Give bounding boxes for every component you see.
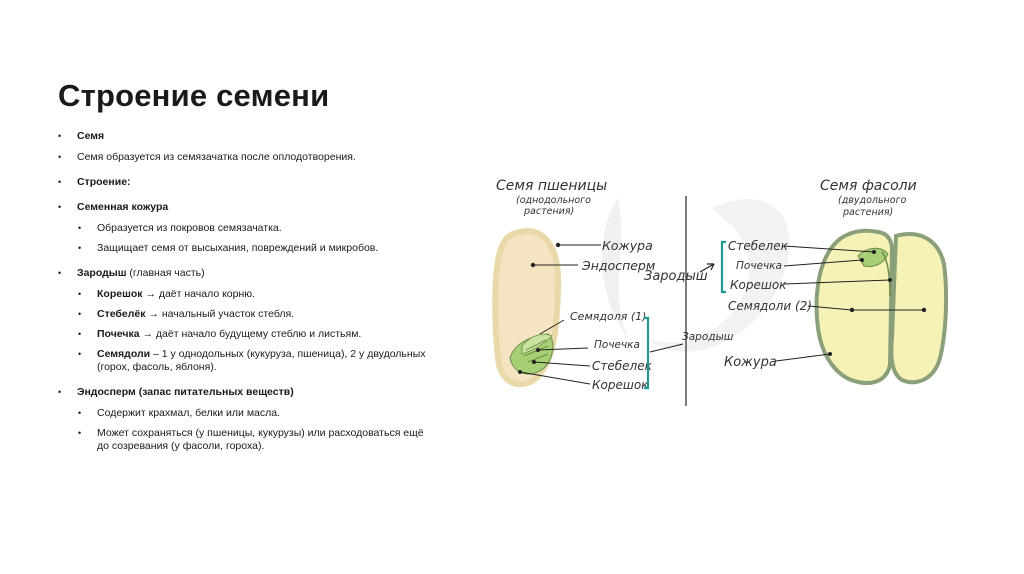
list-item: Строение: bbox=[58, 176, 438, 189]
bean-subtitle-2: растения) bbox=[842, 207, 893, 218]
list-item: Содержит крахмал, белки или масла. bbox=[78, 407, 438, 420]
wheat-bud-dot bbox=[536, 348, 540, 352]
list-item: Стебелёк → начальный участок стебля. bbox=[78, 308, 438, 321]
wheat-embryo-arrow bbox=[649, 343, 684, 353]
bean-root-line bbox=[783, 279, 891, 285]
bean-cotyledons-label: Семядоли (2) bbox=[728, 299, 812, 313]
bean-coat-label: Кожура bbox=[724, 355, 777, 370]
wheat-embryo-stripes bbox=[523, 339, 549, 363]
wheat-coat-label: Кожура bbox=[602, 238, 653, 253]
wheat-stem-line bbox=[533, 361, 591, 367]
bean-embryo-label: Зародыш bbox=[644, 269, 708, 284]
bean-embryo-arrow bbox=[699, 263, 715, 273]
wheat-stem-dot bbox=[532, 360, 536, 364]
wheat-bud-line bbox=[537, 347, 589, 351]
list-item: Семядоли – 1 у однодольных (кукуруза, пш… bbox=[78, 348, 438, 374]
wheat-stem-label: Стебелек bbox=[592, 359, 653, 373]
wheat-endosperm-label: Эндосперм bbox=[581, 258, 655, 273]
seed-structure-diagram: Семя пшеницы (однодольного растения) Кож… bbox=[492, 178, 948, 406]
background-leaf bbox=[601, 198, 628, 338]
wheat-embryo-bracket bbox=[644, 316, 650, 390]
bean-root-dot bbox=[888, 278, 892, 282]
wheat-subtitle-2: растения) bbox=[523, 206, 574, 217]
wheat-subtitle-1: (однодольного bbox=[516, 195, 591, 206]
list-item: Образуется из покровов семязачатка. bbox=[78, 222, 438, 235]
bean-root-label: Корешок bbox=[730, 278, 787, 292]
page-title: Строение семени bbox=[58, 78, 330, 113]
bean-subtitle-1: (двудольного bbox=[838, 195, 907, 206]
bean-embryo-arrowhead bbox=[707, 263, 715, 271]
list-item: Защищает семя от высыхания, повреждений … bbox=[78, 242, 438, 255]
background-swirl bbox=[648, 199, 790, 352]
wheat-root-dot bbox=[518, 370, 522, 374]
wheat-bud-label: Почечка bbox=[594, 339, 640, 351]
list-item: Семя образуется из семязачатка после опл… bbox=[58, 151, 438, 164]
bullet-list: Семя Семя образуется из семязачатка посл… bbox=[58, 130, 438, 460]
wheat-endosperm-dot bbox=[530, 262, 536, 268]
bean-cotyledons-dot-left bbox=[849, 307, 855, 313]
bean-stem-line bbox=[783, 245, 875, 253]
list-item: Эндосперм (запас питательных веществ) bbox=[58, 386, 438, 399]
list-item: Может сохраняться (у пшеницы, кукурузы) … bbox=[78, 427, 438, 453]
wheat-title: Семя пшеницы bbox=[496, 178, 607, 194]
bean-stem-dot bbox=[872, 250, 876, 254]
bean-embryo-bracket bbox=[720, 240, 726, 294]
wheat-root-label: Корешок bbox=[592, 378, 649, 392]
list-item: Почечка → даёт начало будущему стеблю и … bbox=[78, 328, 438, 341]
wheat-cotyledon-line bbox=[539, 319, 565, 335]
list-item: Семенная кожура bbox=[58, 201, 438, 214]
bean-cotyledons-dot-right bbox=[921, 307, 927, 313]
bean-cotyledon-right bbox=[889, 232, 948, 385]
wheat-cotyledon-label: Семядоля (1) bbox=[570, 310, 646, 323]
wheat-root-line bbox=[519, 371, 591, 385]
bean-embryo-axis bbox=[881, 251, 891, 297]
bean-bud-label: Почечка bbox=[736, 260, 782, 272]
bean-embryo bbox=[857, 247, 889, 267]
bean-coat-dot bbox=[828, 352, 832, 356]
bean-stem-label: Стебелек bbox=[728, 239, 789, 253]
wheat-embryo-label: Зародыш bbox=[682, 331, 734, 343]
wheat-coat-dot bbox=[555, 242, 561, 248]
bean-title: Семя фасоли bbox=[820, 178, 917, 194]
bean-coat-line bbox=[775, 353, 831, 362]
list-item: Семя bbox=[58, 130, 438, 143]
bean-bud-dot bbox=[860, 258, 864, 262]
list-item: Зародыш (главная часть) bbox=[58, 267, 438, 280]
bean-cotyledons-line-left bbox=[807, 305, 853, 311]
bean-cotyledon-left bbox=[814, 228, 895, 385]
bean-bud-line bbox=[783, 259, 863, 267]
list-item: Корешок → даёт начало корню. bbox=[78, 288, 438, 301]
